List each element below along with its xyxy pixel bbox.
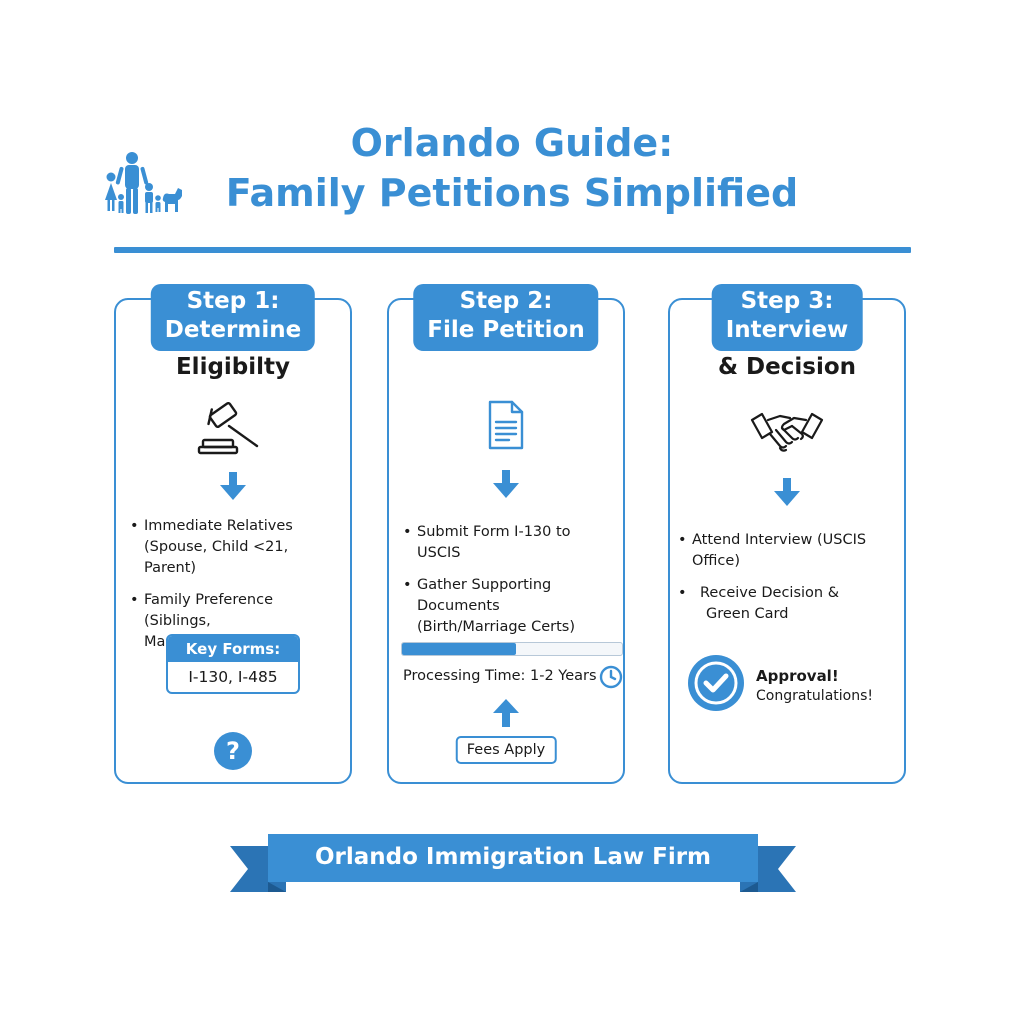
- family-icon: [105, 152, 182, 214]
- processing-time-label: Processing Time: 1-2 Years: [403, 668, 597, 684]
- step-3-bullet-list: Attend Interview (USCIS Office) Receive …: [678, 530, 898, 636]
- step-2-bullet-list: Submit Form I-130 to USCIS Gather Suppor…: [403, 522, 617, 649]
- clock-icon: [599, 665, 623, 689]
- processing-progress-bar: [401, 642, 623, 656]
- step-1-subtitle: Eligibilty: [175, 354, 291, 380]
- step-1-number: Step 1:: [186, 288, 280, 314]
- down-arrow-icon: [493, 470, 519, 498]
- up-arrow-icon: [493, 699, 519, 727]
- fees-apply-button[interactable]: Fees Apply: [455, 736, 557, 764]
- step-1-title: Determine: [164, 317, 302, 343]
- list-item: Gather Supporting Documents (Birth/Marri…: [403, 575, 617, 638]
- step-card-3: Step 3: Interview & Decision Atte: [668, 284, 906, 784]
- step-card-1: Step 1: Determine Eligibilty Immediate R…: [114, 284, 352, 784]
- list-item: Receive Decision & Green Card: [678, 583, 898, 625]
- step-2-tag: Step 2: File Petition: [413, 284, 599, 351]
- handshake-icon: [750, 412, 824, 452]
- checkmark-circle-icon: [688, 655, 744, 711]
- step-1-tag: Step 1: Determine: [150, 284, 316, 351]
- document-icon: [488, 400, 524, 450]
- step-3-subtitle: & Decision: [717, 354, 857, 380]
- help-icon[interactable]: ?: [213, 731, 253, 771]
- down-arrow-icon: [220, 472, 246, 500]
- progress-fill: [402, 643, 517, 655]
- title-line-1: Orlando Guide:: [350, 121, 674, 165]
- page-title: Orlando Guide: Family Petitions Simplifi…: [150, 118, 874, 218]
- gavel-icon: [197, 402, 259, 455]
- approval-subtitle: Congratulations!: [756, 688, 873, 704]
- step-2-title: File Petition: [427, 317, 585, 343]
- key-forms-label: Key Forms:: [168, 636, 298, 662]
- list-item: Immediate Relatives (Spouse, Child <21, …: [130, 516, 344, 579]
- step-3-title: Interview: [725, 317, 849, 343]
- step-card-2: Step 2: File Petition Submit Form I-130 …: [387, 284, 625, 784]
- key-forms-box: Key Forms: I-130, I-485: [166, 634, 300, 694]
- list-item: Submit Form I-130 to USCIS: [403, 522, 617, 564]
- step-3-number: Step 3:: [740, 288, 834, 314]
- approval-title: Approval!: [756, 667, 839, 685]
- help-symbol: ?: [226, 737, 240, 765]
- header-divider: [114, 247, 911, 253]
- list-item: Attend Interview (USCIS Office): [678, 530, 898, 572]
- title-line-2: Family Petitions Simplified: [225, 171, 799, 215]
- step-3-tag: Step 3: Interview: [711, 284, 863, 351]
- key-forms-value: I-130, I-485: [188, 668, 278, 686]
- down-arrow-icon: [774, 478, 800, 506]
- footer-ribbon: [230, 834, 796, 892]
- firm-name-banner: Orlando Immigration Law Firm: [314, 844, 712, 870]
- step-2-number: Step 2:: [459, 288, 553, 314]
